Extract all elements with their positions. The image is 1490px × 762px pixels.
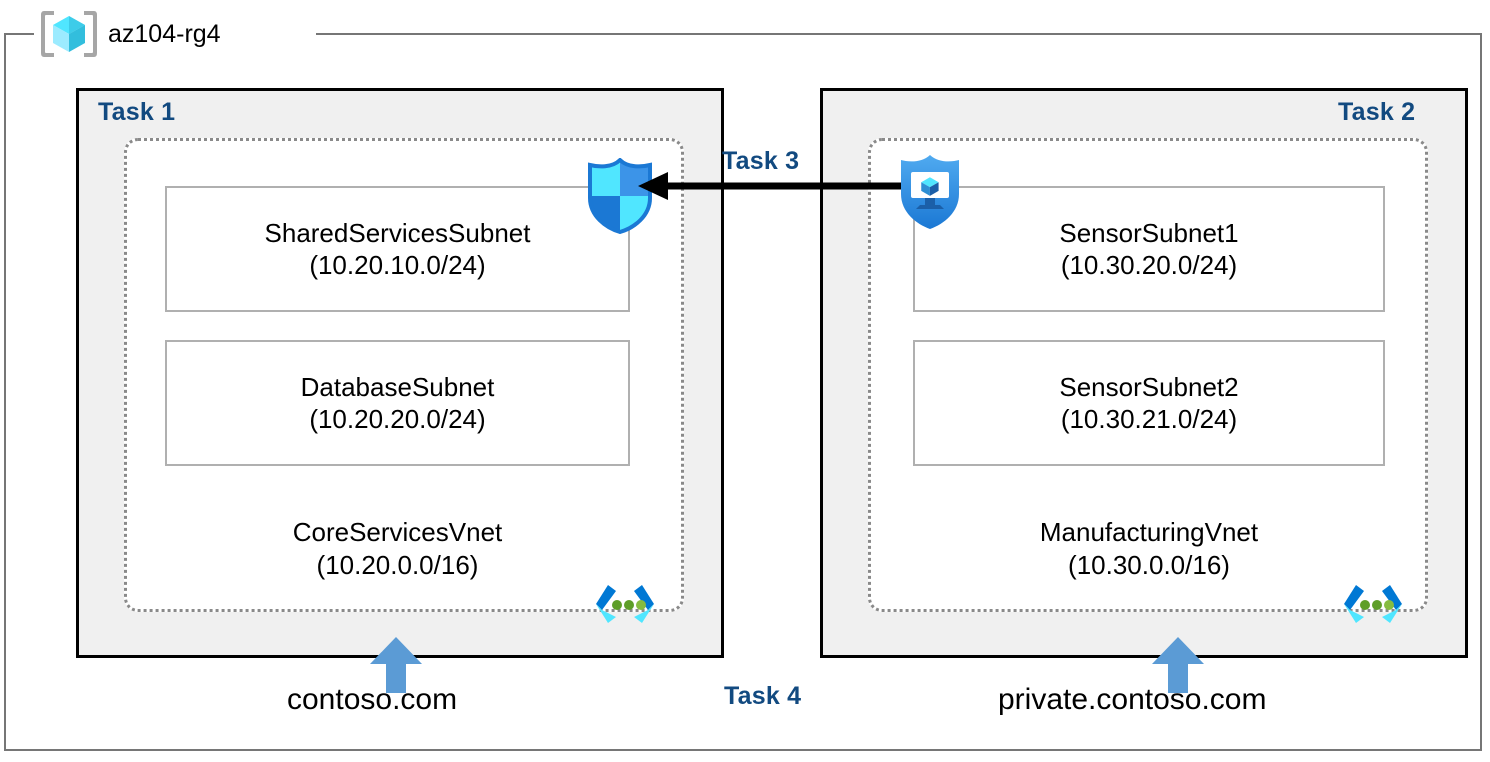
subnet-cidr: (10.30.20.0/24) (1060, 250, 1238, 280)
vnet-cidr: (10.20.0.0/16) (316, 549, 479, 580)
dns-zone-private-contoso: private.contoso.com (998, 683, 1267, 716)
resource-group-header: az104-rg4 (40, 8, 221, 60)
subnet-name: SensorSubnet2 (1059, 371, 1239, 402)
resource-group-boundary (4, 33, 1482, 751)
coreservicesvnet-caption: CoreServicesVnet (10.20.0.0/16) (165, 516, 630, 581)
resource-group-name: az104-rg4 (108, 19, 221, 48)
subnet-databasesubnet: DatabaseSubnet (10.20.20.0/24) (165, 340, 630, 466)
virtual-network-icon (1340, 581, 1406, 627)
subnet-name: SharedServicesSubnet (264, 217, 531, 248)
subnet-sharedservicessubnet: SharedServicesSubnet (10.20.10.0/24) (165, 186, 630, 312)
dns-link-arrow-left (370, 637, 422, 693)
dns-link-arrow-right (1152, 637, 1204, 693)
subnet-name: SensorSubnet1 (1059, 217, 1239, 248)
azure-firewall-icon (896, 152, 964, 232)
task3-label: Task 3 (722, 147, 800, 175)
dns-zone-contoso: contoso.com (287, 683, 458, 716)
subnet-sensorsubnet1: SensorSubnet1 (10.30.20.0/24) (913, 186, 1385, 312)
subnet-cidr: (10.20.20.0/24) (309, 404, 486, 434)
vnet-name: ManufacturingVnet (1039, 517, 1259, 547)
virtual-network-icon (592, 581, 658, 627)
task1-label: Task 1 (98, 98, 176, 126)
vnet-cidr: (10.30.0.0/16) (1068, 549, 1230, 580)
subnet-name: DatabaseSubnet (300, 371, 495, 402)
task4-label: Task 4 (724, 682, 802, 710)
subnet-cidr: (10.30.21.0/24) (1060, 404, 1238, 434)
network-security-group-shield-icon (586, 157, 654, 235)
subnet-sensorsubnet2: SensorSubnet2 (10.30.21.0/24) (913, 340, 1385, 466)
task2-label: Task 2 (1338, 98, 1416, 126)
azure-resource-group-icon (40, 8, 98, 60)
vnet-peering-arrow (638, 172, 916, 200)
subnet-cidr: (10.20.10.0/24) (309, 250, 486, 280)
manufacturingvnet-caption: ManufacturingVnet (10.30.0.0/16) (913, 516, 1385, 581)
vnet-name: CoreServicesVnet (292, 517, 503, 547)
